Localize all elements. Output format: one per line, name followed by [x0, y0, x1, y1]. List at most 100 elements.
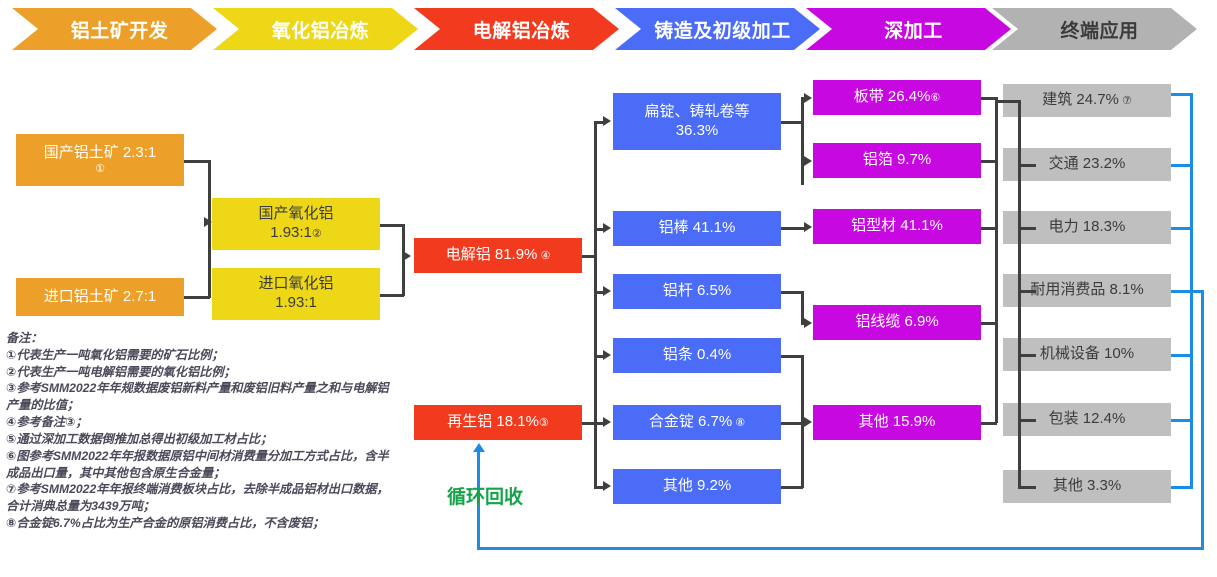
- recycle-line-durables: [1171, 290, 1204, 293]
- node-deep-1[interactable]: 板带 26.4%⑥: [813, 80, 981, 115]
- node-label: 铝条 0.4%: [662, 346, 732, 364]
- recycle-bottom-line: [477, 547, 1204, 550]
- arrow-to-bar: [603, 223, 611, 233]
- arrow-to-strip: [603, 350, 611, 360]
- node-recycled-aluminium[interactable]: 再生铝 18.1%③: [414, 405, 582, 440]
- node-deep-5[interactable]: 其他 15.9%: [813, 405, 981, 440]
- connector-bauxite-bus: [208, 160, 211, 298]
- node-casting-5[interactable]: 合金锭 6.7% ⑧: [613, 405, 781, 440]
- stage-chevron-label: 电解铝冶炼: [472, 20, 571, 42]
- connector-alloy-to-deepother: [781, 422, 807, 425]
- connector-profile-out: [981, 227, 997, 230]
- connector-foil-out: [981, 160, 997, 163]
- connector-enduse-other: [1018, 486, 1036, 489]
- node-enduse-1[interactable]: 建筑 24.7% ⑦: [1003, 84, 1171, 117]
- connector-deep-merge-bus: [995, 97, 998, 423]
- recycle-riser: [477, 452, 480, 549]
- node-label: 铝型材 41.1%: [851, 217, 943, 235]
- arrow-to-sheet: [804, 93, 812, 103]
- node-imported-bauxite[interactable]: 进口铝土矿 2.7:1: [16, 278, 184, 316]
- connector-recycled-out: [582, 422, 596, 425]
- stage-chevron-5[interactable]: 深加工: [806, 8, 1011, 50]
- stage-chevron-label: 终端应用: [1060, 20, 1139, 42]
- connector-electrolytic-out: [582, 255, 596, 258]
- node-label: 其他 3.3%: [1052, 477, 1122, 495]
- connector-bus-to-bar: [594, 228, 606, 231]
- recycle-bus-lower: [1190, 290, 1193, 489]
- stage-chevron-6[interactable]: 终端应用: [992, 8, 1197, 50]
- node-casting-4[interactable]: 铝条 0.4%: [613, 338, 781, 373]
- connector-enduse-power: [1018, 227, 1036, 230]
- node-label: 其他 15.9%: [858, 413, 936, 431]
- node-label: 其他 9.2%: [662, 477, 732, 495]
- node-label: 电力 18.3%: [1048, 218, 1126, 236]
- node-deep-3[interactable]: 铝型材 41.1%: [813, 209, 981, 244]
- connector-rod-out: [781, 291, 803, 294]
- node-casting-3[interactable]: 铝杆 6.5%: [613, 274, 781, 309]
- node-casting-2[interactable]: 铝棒 41.1%: [613, 211, 781, 246]
- node-label: 再生铝 18.1%③: [447, 413, 549, 431]
- node-label: 建筑 24.7% ⑦: [1042, 91, 1132, 109]
- recycle-line-packaging: [1171, 419, 1193, 422]
- connector-enduse-durables: [1018, 290, 1036, 293]
- node-label: 铝箔 9.7%: [862, 151, 932, 169]
- stage-chevron-1[interactable]: 铝土矿开发: [12, 8, 217, 50]
- arrow-to-alloy-ingot: [603, 417, 611, 427]
- connector-bus-to-slab: [594, 121, 606, 124]
- arrow-to-foil: [804, 156, 812, 166]
- connector-enduse-machinery: [1018, 354, 1036, 357]
- connector-bus-to-alloy-ingot: [594, 422, 606, 425]
- arrow-recycle-to-recycled-aluminium: [473, 443, 485, 452]
- arrow-to-slab: [603, 116, 611, 126]
- connector-deepother-bus: [801, 355, 804, 488]
- recycle-line-construction: [1171, 93, 1193, 96]
- node-label: 交通 23.2%: [1048, 155, 1126, 173]
- connector-deep-to-enduse: [995, 100, 1020, 103]
- connector-slab-split: [801, 97, 804, 185]
- connector-casting-bus: [594, 121, 597, 486]
- connector-enduse-bus: [1018, 100, 1021, 487]
- arrow-to-cable: [804, 318, 812, 328]
- stage-chevron-label: 深加工: [884, 20, 943, 42]
- connector-sheet-out: [981, 97, 997, 100]
- connector-strip-out: [781, 355, 803, 358]
- arrow-to-rod: [603, 286, 611, 296]
- node-label: 铝杆 6.5%: [662, 282, 732, 300]
- arrow-to-casting-other: [603, 481, 611, 491]
- stage-chevron-3[interactable]: 电解铝冶炼: [414, 8, 619, 50]
- connector-rod-drop: [801, 291, 804, 323]
- node-label: 铝棒 41.1%: [658, 219, 736, 237]
- node-deep-2[interactable]: 铝箔 9.7%: [813, 143, 981, 178]
- connector-enduse-transport: [1018, 164, 1036, 167]
- recycle-bus-upper: [1190, 93, 1193, 291]
- arrow-alumina-to-electrolytic: [403, 251, 411, 261]
- connector-slab-out: [781, 121, 803, 124]
- connector-deepother-out: [981, 422, 997, 425]
- node-label: 进口铝土矿 2.7:1: [43, 287, 157, 305]
- node-label: 板带 26.4%⑥: [853, 88, 941, 106]
- stage-chevron-4[interactable]: 铸造及初级加工: [615, 8, 820, 50]
- node-label: 耐用消费品 8.1%: [1030, 281, 1144, 299]
- arrow-to-profile: [804, 222, 812, 232]
- stage-chevron-label: 氧化铝冶炼: [271, 20, 370, 42]
- node-casting-6[interactable]: 其他 9.2%: [613, 469, 781, 504]
- recycle-line-machinery: [1171, 354, 1193, 357]
- connector-casting-other-out: [781, 486, 803, 489]
- connector-imported-alumina-out: [380, 294, 404, 297]
- node-electrolytic-aluminium[interactable]: 电解铝 81.9% ④: [414, 238, 582, 273]
- connector-bus-to-rod: [594, 291, 606, 294]
- arrow-to-deep-other: [804, 417, 812, 427]
- node-label: 合金锭 6.7% ⑧: [648, 413, 746, 431]
- node-deep-4[interactable]: 铝线缆 6.9%: [813, 305, 981, 340]
- stage-chevron-2[interactable]: 氧化铝冶炼: [213, 8, 418, 50]
- connector-imported-bauxite-out: [184, 296, 210, 299]
- stage-chevron-label: 铸造及初级加工: [654, 20, 791, 42]
